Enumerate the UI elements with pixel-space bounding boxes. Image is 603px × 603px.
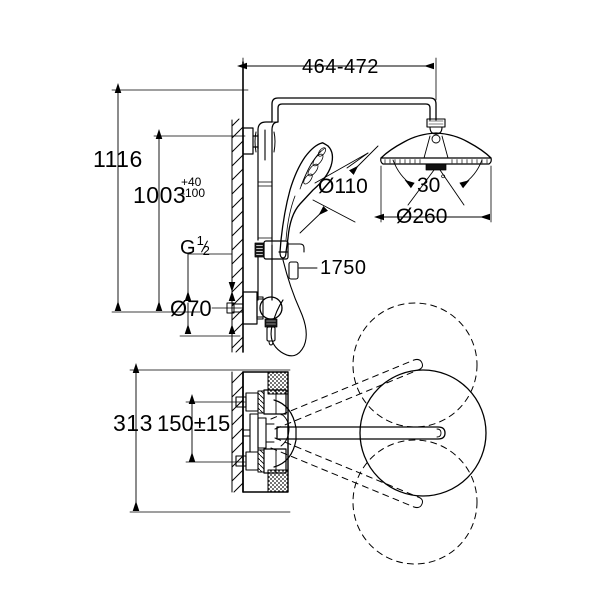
head-shower: [380, 118, 492, 171]
fraction-denominator: 2: [202, 243, 210, 258]
dimension-1116: [111, 83, 249, 313]
dimension-label-d70: Ø70: [170, 296, 212, 321]
tolerance-plus: +40: [181, 175, 202, 189]
elbow-union: [226, 291, 283, 346]
dimension-464-472: [237, 57, 437, 101]
dimension-30-degrees: [392, 159, 483, 206]
dimension-d70: [179, 282, 244, 337]
dimension-label-464-472: 464-472: [302, 56, 379, 78]
dimension-tolerance-1003: +40 -100: [181, 175, 206, 200]
dimension-label-d110: Ø110: [318, 175, 368, 198]
dimension-label-1116: 1116: [93, 146, 143, 172]
dimension-150: [185, 394, 246, 463]
thread-letter: G: [180, 237, 196, 259]
hand-shower: [278, 142, 334, 259]
mixer-body-section: [235, 371, 289, 493]
dimension-313: [129, 363, 291, 513]
dimension-1003: [153, 129, 246, 311]
fraction-numerator: 1: [196, 233, 204, 248]
angle-value: 30: [417, 174, 441, 197]
slide-bracket: [254, 240, 305, 280]
dimension-label-1750: 1750: [320, 257, 367, 279]
leader-d110: [299, 145, 379, 234]
dimension-label-30-degrees: 30°: [417, 172, 446, 196]
handle-rotation-arcs: [270, 302, 487, 565]
degree-symbol: °: [440, 171, 446, 187]
shower-arm: [264, 97, 437, 161]
dimension-label-150: 150±15: [157, 411, 231, 436]
wall-hatching-lower: [231, 371, 244, 493]
tolerance-minus: -100: [181, 186, 206, 200]
dimension-d260: [374, 165, 492, 223]
dimension-label-313: 313: [113, 410, 153, 436]
dimension-g-half: [184, 253, 236, 301]
wall-bracket: [242, 127, 276, 155]
dimension-label-1003: 1003: [133, 182, 187, 208]
dimension-label-d260: Ø260: [396, 205, 448, 228]
